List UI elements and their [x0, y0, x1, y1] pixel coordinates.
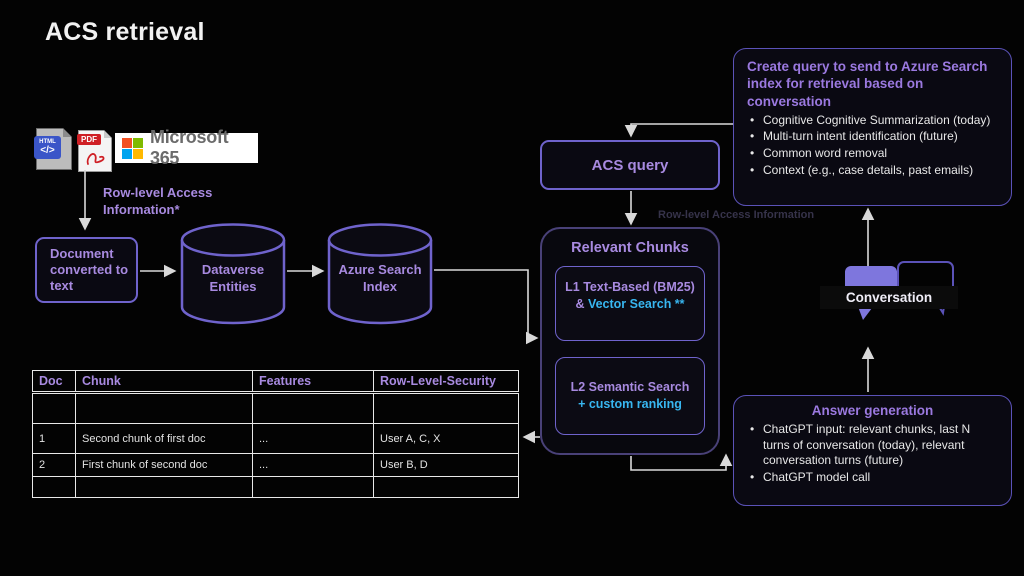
html-code-glyph: </>: [40, 145, 55, 156]
pdf-badge-label: PDF: [77, 134, 101, 145]
cell-security: User A, C, X: [373, 423, 519, 454]
page-fold: [104, 130, 112, 138]
page-title: ACS retrieval: [45, 18, 205, 46]
table-header-cell: Features: [252, 370, 374, 394]
html-file-icon: HTML </>: [33, 128, 73, 170]
dataverse-cylinder: Dataverse Entities: [180, 222, 286, 330]
conversation-label: Conversation: [820, 286, 958, 309]
l2-text: L2 Semantic Search: [570, 380, 690, 395]
cell-chunk: [75, 392, 253, 424]
html-badge: HTML </>: [34, 136, 61, 159]
pdf-file-page: PDF: [77, 130, 112, 172]
microsoft-365-logo: Microsoft 365: [115, 127, 258, 168]
l2-search-node: L2 Semantic Search + custom ranking: [555, 357, 705, 435]
document-converted-node: Document converted to text: [35, 237, 138, 303]
cell-doc: [32, 476, 76, 498]
l1-search-node: L1 Text-Based (BM25) & Vector Search **: [555, 266, 705, 341]
bullet-item: Common word removal: [747, 146, 998, 162]
cell-chunk: Second chunk of first doc: [75, 423, 253, 454]
pdf-file-icon: PDF: [76, 128, 114, 172]
microsoft-squares-icon: [122, 137, 143, 159]
html-badge-label: HTML: [39, 139, 56, 145]
dataverse-label: Dataverse Entities: [201, 262, 265, 294]
acs-query-node: ACS query: [540, 140, 720, 190]
table-body: 1 Second chunk of first doc ... User A, …: [32, 392, 519, 498]
l1-text: L1 Text-Based (BM25) &: [565, 280, 695, 311]
cell-features: [252, 476, 374, 498]
cell-doc: 2: [32, 453, 76, 477]
table-header-cell: Row-Level-Security: [373, 370, 519, 394]
table-row: [32, 476, 519, 498]
answer-generation-bullets: ChatGPT input: relevant chunks, last N t…: [747, 422, 998, 485]
l2-ranking-text: + custom ranking: [578, 397, 682, 411]
create-query-box: Create query to send to Azure Search ind…: [733, 48, 1012, 206]
table-header-cell: Doc: [32, 370, 76, 394]
table-row: 2 First chunk of second doc ... User B, …: [32, 453, 519, 477]
azure-index-label: Azure Search Index: [338, 262, 422, 294]
cell-security: [373, 476, 519, 498]
microsoft-365-label: Microsoft 365: [150, 127, 229, 168]
bullet-item: ChatGPT model call: [747, 470, 998, 486]
bullet-item: ChatGPT input: relevant chunks, last N t…: [747, 422, 998, 469]
cell-features: [252, 392, 374, 424]
cell-security: User B, D: [373, 453, 519, 477]
l1-vector-text: Vector Search **: [587, 296, 685, 311]
cell-chunk: First chunk of second doc: [75, 453, 253, 477]
cell-security: [373, 392, 519, 424]
table-row: 1 Second chunk of first doc ... User A, …: [32, 423, 519, 454]
html-file-page: HTML </>: [34, 128, 72, 170]
arrow-chunks-to-answer: [630, 453, 733, 471]
arrow-createquery-to-acs: [624, 123, 733, 138]
bullet-item: Multi-turn intent identification (future…: [747, 129, 998, 145]
azure-search-index-cylinder: Azure Search Index: [327, 222, 433, 330]
cell-doc: 1: [32, 423, 76, 454]
bullet-item: Cognitive Cognitive Summarization (today…: [747, 113, 998, 129]
table-row: [32, 392, 519, 424]
answer-generation-box: Answer generation ChatGPT input: relevan…: [733, 395, 1012, 506]
cell-chunk: [75, 476, 253, 498]
create-query-heading: Create query to send to Azure Search ind…: [747, 59, 988, 109]
answer-generation-heading: Answer generation: [811, 403, 934, 418]
cell-features: ...: [252, 423, 374, 454]
relevant-chunks-title: Relevant Chunks: [571, 240, 689, 256]
page-fold: [63, 128, 72, 137]
cell-doc: [32, 392, 76, 424]
faint-row-level-access-label: Row-level Access Information: [658, 209, 815, 221]
arrow-index-to-chunks: [434, 269, 539, 345]
table-header-cell: Chunk: [75, 370, 253, 394]
cell-features: ...: [252, 453, 374, 477]
pdf-swirl-glyph: [86, 153, 105, 165]
create-query-bullets: Cognitive Cognitive Summarization (today…: [747, 113, 998, 178]
bullet-item: Context (e.g., case details, past emails…: [747, 163, 998, 179]
row-level-access-label: Row-level Access Information*: [103, 185, 213, 217]
